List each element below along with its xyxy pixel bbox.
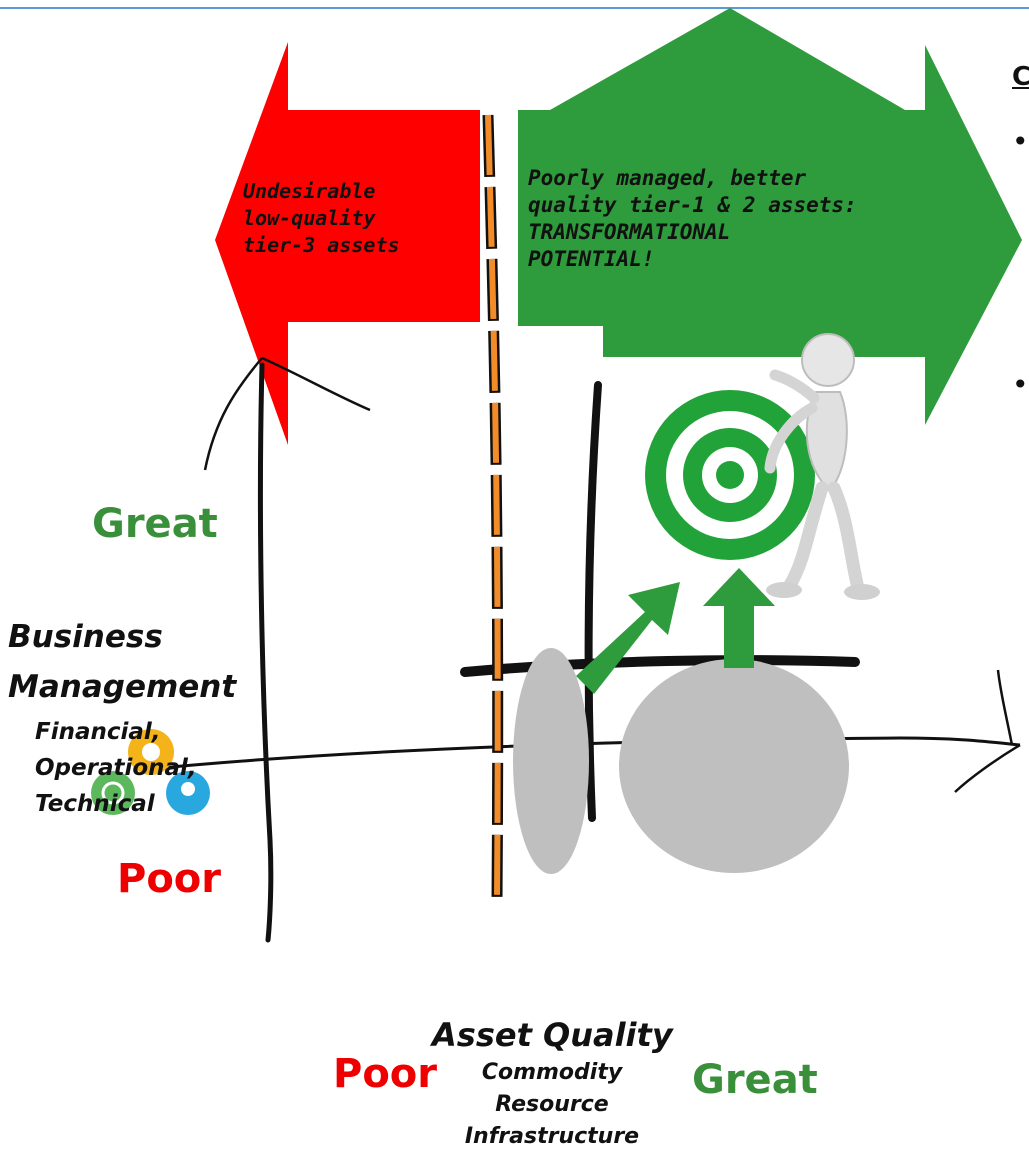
y-axis-subtitle: Financial, Operational, Technical bbox=[35, 719, 197, 817]
x-axis-subtitle: Commodity Resource Infrastructure bbox=[464, 1060, 640, 1149]
right-arrow bbox=[518, 8, 1022, 425]
y-axis-title: Business Management bbox=[8, 619, 237, 705]
horizontal-quadrant-line bbox=[460, 655, 860, 677]
y-axis-poor-label: Poor bbox=[117, 856, 222, 902]
x-axis-poor-label: Poor bbox=[333, 1051, 438, 1097]
wide-ellipse bbox=[619, 659, 849, 873]
left-arrow-label: Undesirable low-quality tier-3 assets bbox=[243, 179, 400, 257]
right-arrow-label: Poorly managed, better quality tier-1 & … bbox=[528, 166, 857, 271]
x-axis-stroke bbox=[954, 743, 1021, 793]
y-axis-stroke bbox=[203, 357, 263, 471]
y-axis-great-label: Great bbox=[92, 501, 218, 547]
y-axis-line bbox=[257, 362, 274, 943]
orange-divider-fill bbox=[485, 114, 501, 901]
left-arrow bbox=[215, 42, 480, 445]
stick-figure-icon bbox=[764, 333, 880, 600]
bullet-2: • bbox=[1012, 368, 1029, 401]
slide-heading-fragment: C bbox=[1012, 62, 1029, 92]
bullet-1: • bbox=[1012, 125, 1029, 158]
target-icon bbox=[645, 390, 815, 560]
narrow-ellipse bbox=[513, 648, 589, 874]
x-axis-stroke bbox=[996, 669, 1014, 746]
y-axis-stroke bbox=[261, 356, 371, 412]
x-axis-title: Asset Quality bbox=[432, 1016, 673, 1054]
logo-icon bbox=[91, 729, 210, 815]
diagonal-up-arrow bbox=[576, 582, 680, 694]
x-axis-great-label: Great bbox=[692, 1057, 818, 1103]
vertical-up-arrow bbox=[703, 568, 775, 668]
vertical-quadrant-line bbox=[584, 381, 602, 822]
